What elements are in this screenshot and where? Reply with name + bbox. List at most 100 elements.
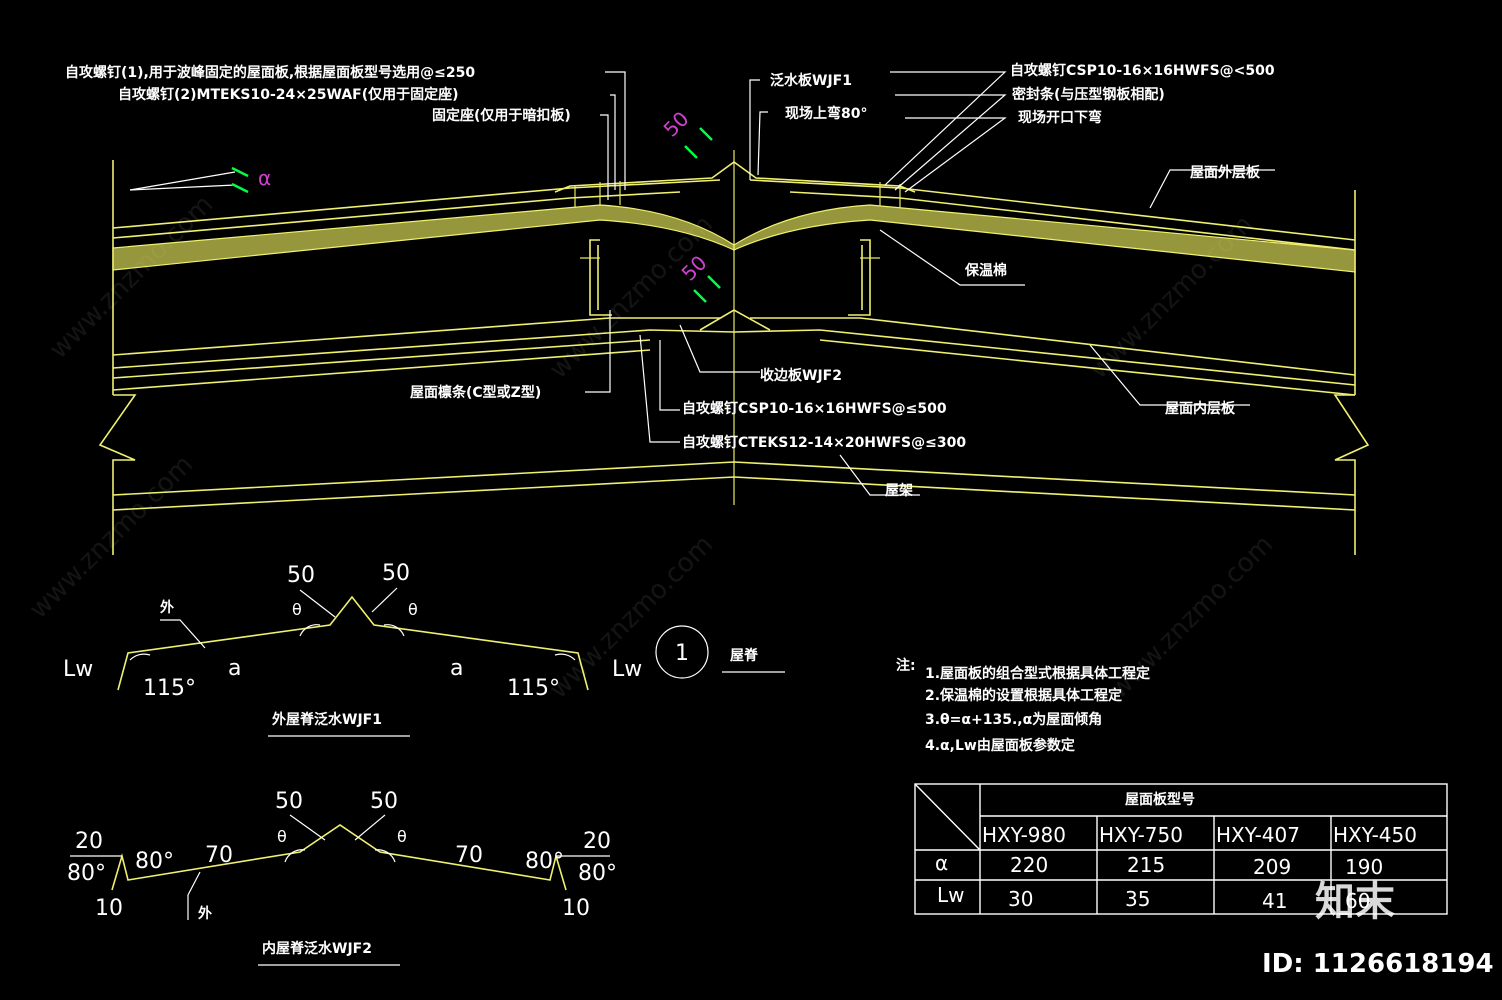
outer-panel-left-bottom	[112, 191, 681, 239]
wjf1-dim-50-right: 50	[382, 561, 410, 586]
label-site-cut: 现场开口下弯	[1018, 109, 1102, 126]
wjf2-d70-right: 70	[455, 843, 483, 868]
wjf1-profile: 外 50 50 θ θ a a 115° 115° Lw Lw 外屋脊泛水WJF…	[63, 561, 642, 737]
watermark-text: www.znzmo.com	[24, 450, 199, 625]
table-cell: 220	[1010, 853, 1048, 877]
detail-circle	[655, 625, 709, 679]
panel-spec-table: 屋面板型号 HXY-980 HXY-750 HXY-407 HXY-450 α …	[914, 783, 1448, 915]
wjf2-title: 内屋脊泛水WJF2	[262, 940, 372, 957]
table-col-1: HXY-750	[1099, 823, 1183, 847]
truss-bottom	[112, 476, 1356, 511]
note-3: 3.θ=α+135.,α为屋面倾角	[925, 711, 1102, 728]
inner-panel-left-2	[112, 329, 735, 369]
watermark-layer: www.znzmo.com www.znzmo.com www.znzmo.co…	[24, 190, 1279, 705]
screw-marks	[574, 181, 901, 208]
label-screw-csp: 自攻螺钉CSP10-16×16HWFS@<500	[1010, 62, 1275, 79]
purlin-left	[589, 239, 612, 316]
wjf2-d80b-left: 80°	[135, 849, 174, 874]
wjf1-dim-50-left: 50	[287, 563, 315, 588]
table-header: 屋面板型号	[1125, 791, 1195, 808]
flashing-wjf1	[554, 161, 916, 193]
inner-panel-left-4	[112, 349, 651, 391]
wjf2-d20-left: 20	[75, 829, 103, 854]
wjf1-lw-left: Lw	[63, 657, 93, 682]
wjf2-d20-right: 20	[583, 829, 611, 854]
table-row-label-lw: Lw	[937, 883, 965, 907]
notes: 注: 1.屋面板的组合型式根据具体工程定 2.保温棉的设置根据具体工程定 3.θ…	[896, 657, 1150, 754]
table-cell: 41	[1262, 889, 1287, 913]
wjf2-d80a-right: 80°	[578, 861, 617, 886]
wjf1-outer-leader	[160, 619, 206, 649]
wjf1-angle-left: 115°	[143, 676, 196, 701]
brand-watermark: 知末 ID: 1126618194	[1262, 879, 1494, 979]
wjf2-profile: 20 80° 10 80° 70 50 θ 50 θ 70 80° 20 80°…	[67, 789, 617, 966]
label-edge-trim: 收边板WJF2	[760, 367, 842, 384]
label-screw-cteks: 自攻螺钉CTEKS12-14×20HWFS@≤300	[682, 434, 966, 451]
table-cell: 209	[1253, 855, 1291, 879]
outer-panel-left-top	[112, 179, 721, 229]
table-cell: 60	[1345, 889, 1370, 913]
table-cell: 215	[1127, 853, 1165, 877]
wjf1-alpha-left: a	[228, 656, 241, 681]
wjf1-outer-label: 外	[160, 599, 174, 616]
inner-panel-left-3	[112, 339, 651, 379]
label-truss: 屋架	[885, 482, 913, 499]
wjf2-d80a-left: 80°	[67, 861, 106, 886]
detail-number: 1	[675, 641, 689, 666]
wjf1-theta-left: θ	[292, 600, 302, 619]
inner-panel-right-3	[819, 339, 1356, 396]
label-inner-panel: 屋面内层板	[1165, 400, 1236, 417]
note-2: 2.保温棉的设置根据具体工程定	[925, 687, 1122, 704]
dim-50-mid-marker	[693, 275, 721, 303]
label-insulation: 保温棉	[964, 262, 1007, 279]
inner-panel-right-2	[733, 329, 1356, 386]
label-site-bend: 现场上弯80°	[785, 105, 867, 122]
table-cell: 35	[1125, 887, 1150, 911]
alpha-dim-marker	[231, 166, 249, 194]
wjf2-outline	[111, 824, 567, 891]
alpha-text: α	[258, 166, 271, 190]
note-1: 1.屋面板的组合型式根据具体工程定	[925, 665, 1150, 682]
roof-ridge-section: α 50 50	[98, 107, 1370, 555]
wjf1-theta-right: θ	[408, 600, 418, 619]
brand-logo: 知末	[1315, 879, 1395, 925]
purlin-right	[848, 239, 871, 316]
label-outer-panel: 屋面外层板	[1190, 164, 1261, 181]
label-fixing-seat: 固定座(仅用于暗扣板)	[432, 107, 571, 124]
wjf2-outer-label: 外	[198, 905, 212, 922]
wjf2-d80b-right: 80°	[525, 849, 564, 874]
label-seal-strip: 密封条(与压型钢板相配)	[1011, 86, 1165, 103]
label-purlin: 屋面檩条(C型或Z型)	[410, 384, 541, 401]
dim-50-top-marker	[684, 127, 713, 159]
leader-lines	[585, 71, 1275, 496]
dim-50-top: 50	[659, 107, 694, 142]
table-row-label-alpha: α	[935, 851, 948, 875]
table-col-2: HXY-407	[1216, 823, 1300, 847]
wjf1-outline	[117, 595, 589, 691]
table-col-0: HXY-980	[982, 823, 1066, 847]
alpha-ref-line-2	[129, 184, 236, 191]
wjf2-theta-right: θ	[397, 827, 407, 846]
table-border	[914, 783, 1448, 915]
table-col-3: HXY-450	[1333, 823, 1417, 847]
label-screw-csp2: 自攻螺钉CSP10-16×16HWFS@≤500	[682, 400, 947, 417]
label-screw2: 自攻螺钉(2)MTEKS10-24×25WAF(仅用于固定座)	[118, 86, 459, 103]
detail-title: 屋脊	[730, 647, 759, 664]
wjf2-d50-right: 50	[370, 789, 398, 814]
wjf1-title: 外屋脊泛水WJF1	[272, 711, 382, 728]
left-break-line	[98, 394, 137, 555]
inner-panel-left-1	[112, 317, 720, 356]
alpha-ref-line	[129, 171, 236, 191]
wjf1-alpha-right: a	[450, 656, 463, 681]
wjf2-d10-right: 10	[562, 896, 590, 921]
wjf1-lw-right: Lw	[612, 657, 642, 682]
table-cell: 30	[1008, 887, 1033, 911]
notes-prefix: 注:	[896, 657, 916, 674]
table-cell: 190	[1345, 855, 1383, 879]
truss-top	[112, 461, 1356, 496]
wjf2-d70-left: 70	[205, 843, 233, 868]
watermark-text: www.znzmo.com	[544, 210, 719, 385]
wjf2-d50-left: 50	[275, 789, 303, 814]
section-labels: 自攻螺钉(1),用于波峰固定的屋面板,根据屋面板型号选用@≤250 自攻螺钉(2…	[65, 62, 1275, 499]
